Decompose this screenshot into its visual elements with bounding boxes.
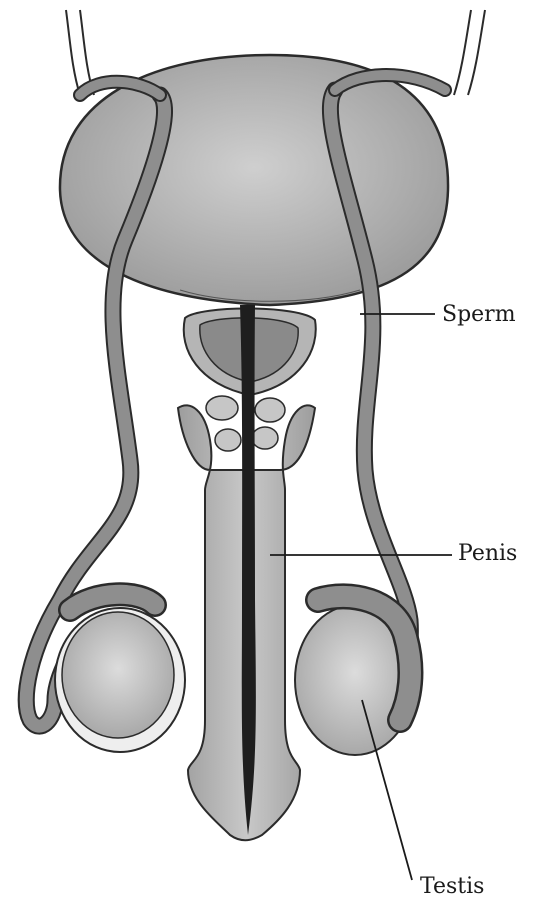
left-testis xyxy=(55,594,185,752)
label-sperm: Sperm xyxy=(442,304,516,326)
label-testis: Testis xyxy=(420,876,484,898)
label-penis: Penis xyxy=(458,543,517,565)
right-testis xyxy=(295,596,415,755)
penis xyxy=(178,305,315,840)
